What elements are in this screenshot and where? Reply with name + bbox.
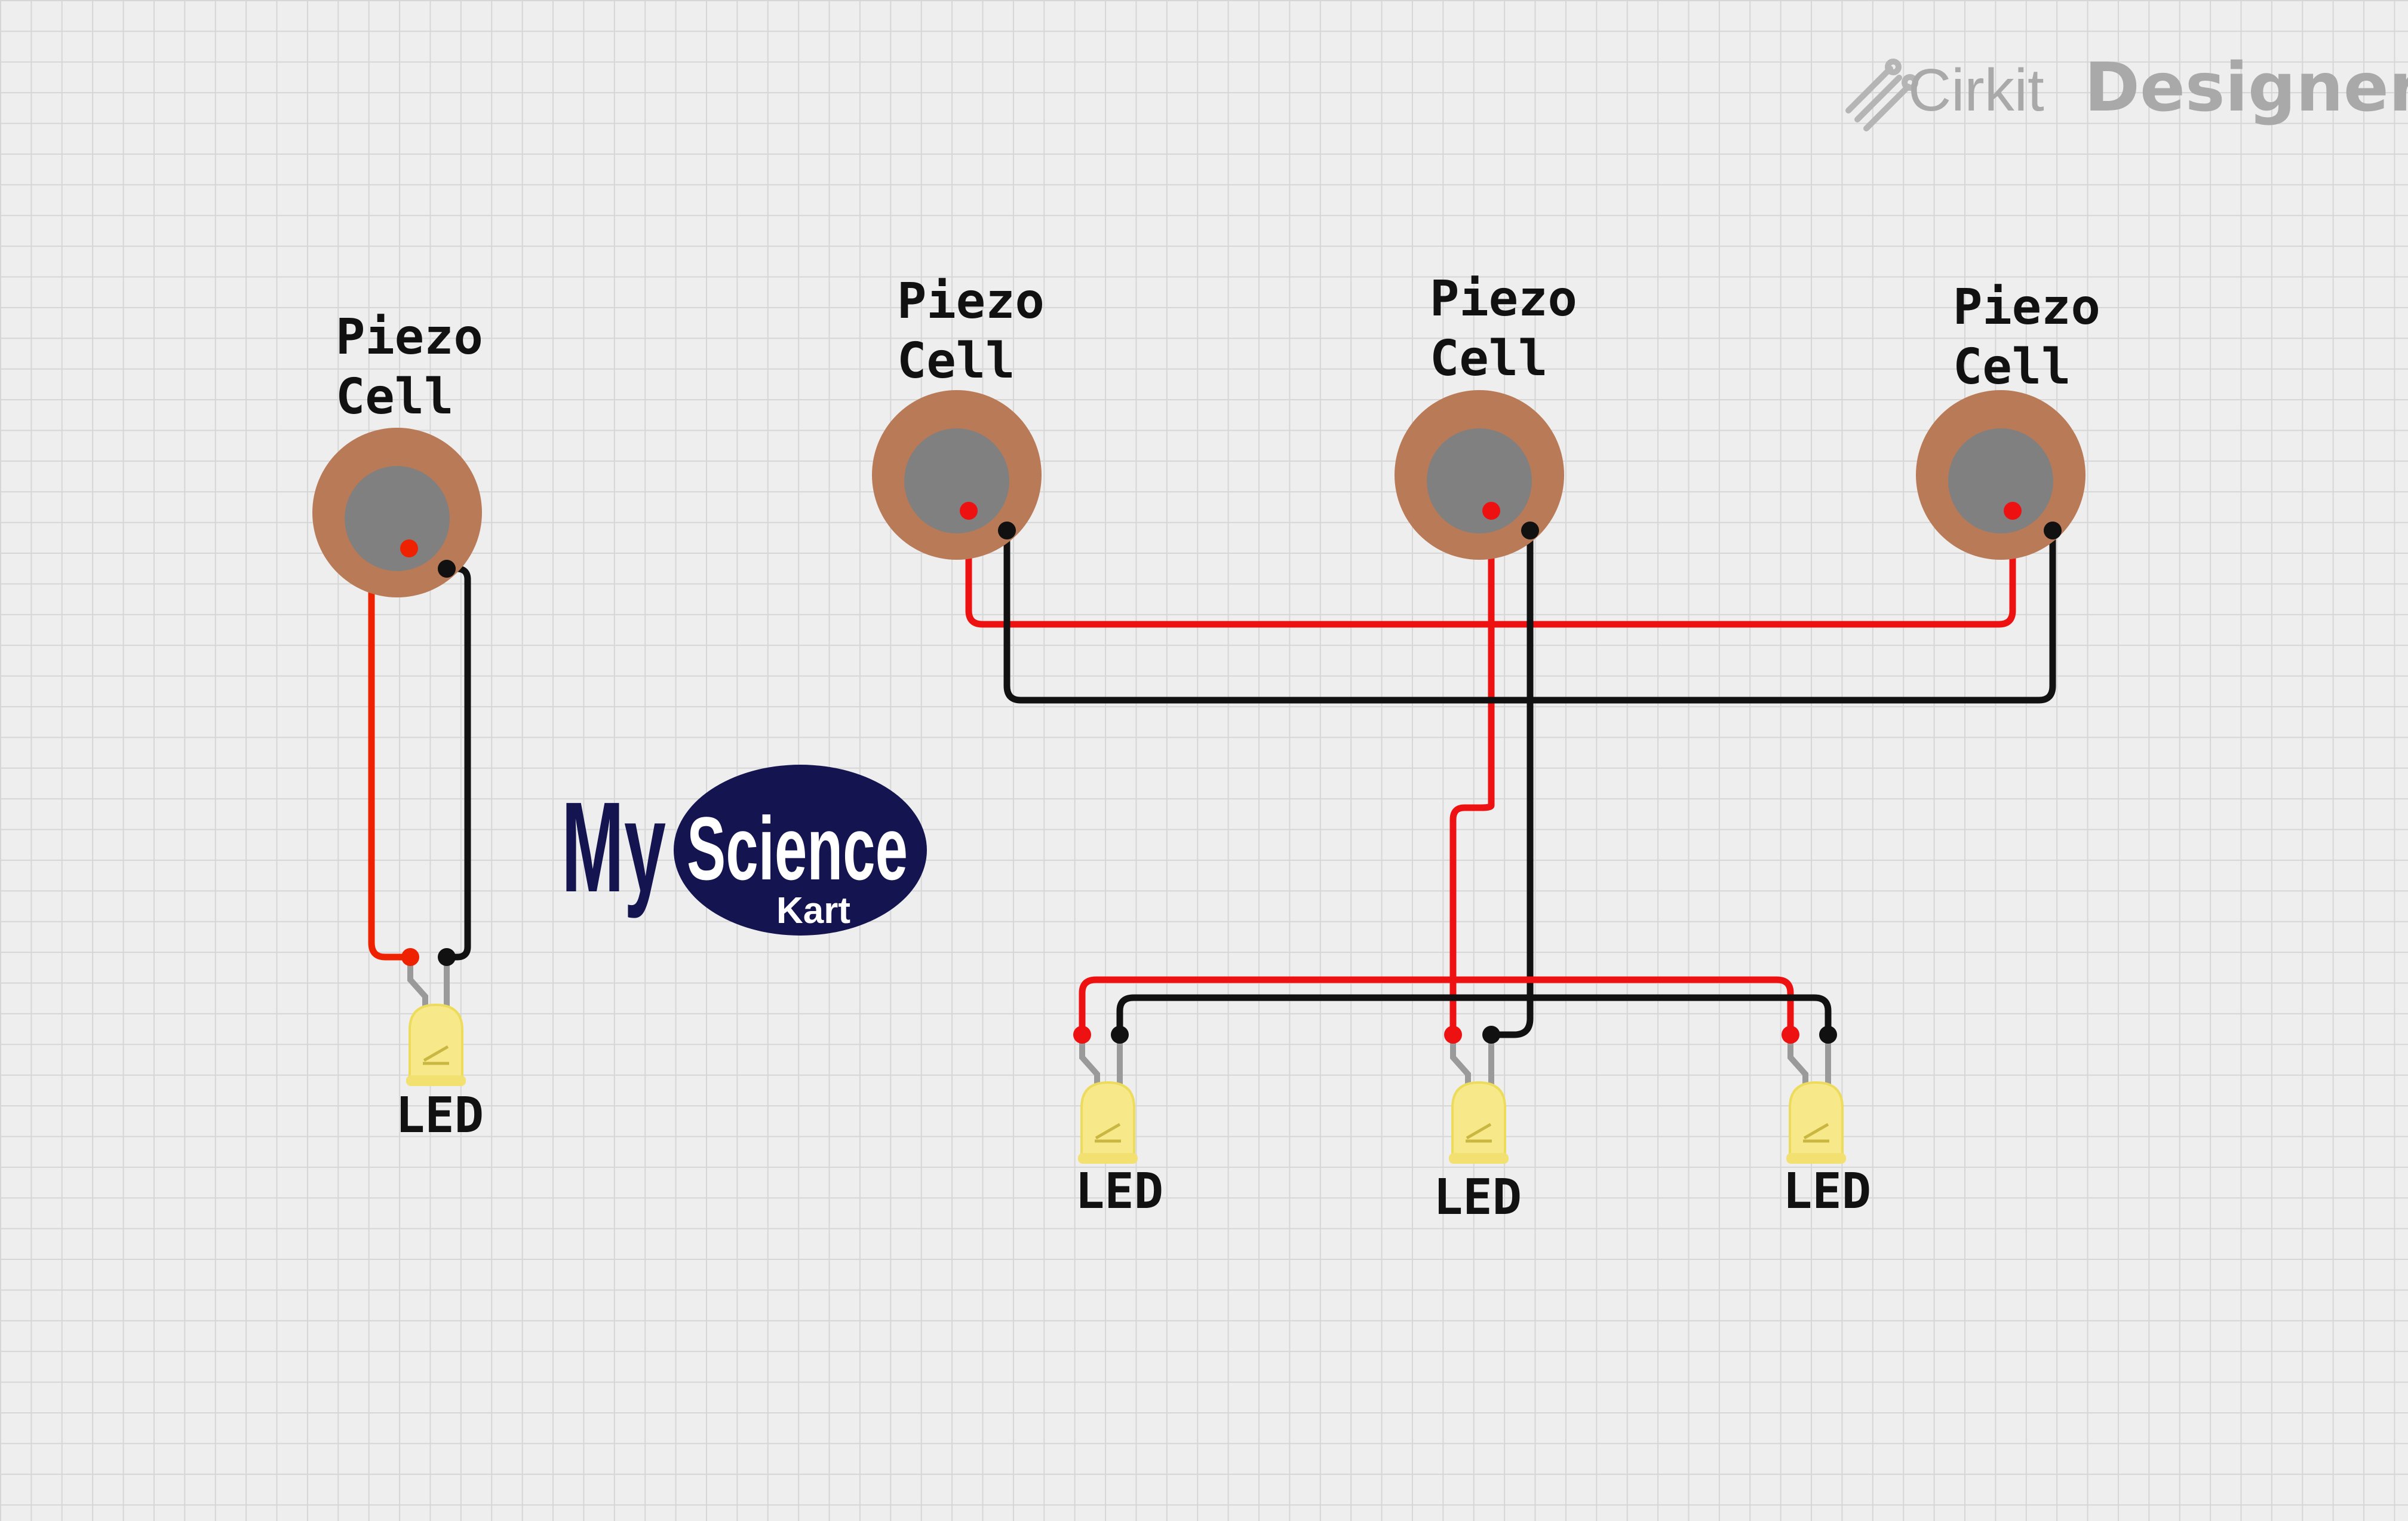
piezo-cell-2[interactable] xyxy=(872,390,1042,560)
led-anode-terminal[interactable] xyxy=(1073,1026,1091,1044)
led-cathode-terminal[interactable] xyxy=(438,948,456,966)
piezo-core xyxy=(1427,428,1532,533)
piezo-1-label-line2: Cell xyxy=(336,369,453,425)
my-science-kart-logo: My Science Kart xyxy=(561,765,927,936)
black-wire-piezo2-drop xyxy=(1488,527,1534,1038)
red-wire-led-bus xyxy=(1079,976,1794,1038)
led-die-icon xyxy=(1095,1123,1121,1143)
piezo-cell-1[interactable] xyxy=(312,428,482,597)
piezo-4-label-line1: Piezo xyxy=(1953,279,2100,336)
logo-kart-text: Kart xyxy=(776,890,850,931)
piezo-core xyxy=(904,428,1009,533)
piezo-positive-terminal[interactable] xyxy=(960,502,978,520)
piezo-core xyxy=(345,466,450,571)
led-body xyxy=(1080,1081,1135,1160)
piezo-2-label-line1: Piezo xyxy=(897,273,1045,330)
led-body xyxy=(1789,1081,1844,1160)
led-1-label: LED xyxy=(395,1087,484,1144)
led-die-icon xyxy=(1466,1123,1492,1143)
led-2[interactable] xyxy=(1073,1026,1138,1164)
led-die-icon xyxy=(423,1045,449,1065)
led-flange xyxy=(1786,1153,1846,1164)
black-wire-left xyxy=(443,565,471,961)
component-labels: Piezo Cell Piezo Cell Piezo Cell Piezo C… xyxy=(336,271,2100,1226)
led-3-label: LED xyxy=(1433,1169,1522,1226)
piezo-positive-terminal[interactable] xyxy=(400,539,418,557)
piezo-cell-4[interactable] xyxy=(1916,390,2086,560)
led-body xyxy=(1451,1081,1506,1160)
led-die-icon xyxy=(1803,1123,1829,1143)
cirkit-designer-brand: Cirkit Designer xyxy=(1845,49,2408,131)
led-2-label: LED xyxy=(1075,1163,1163,1220)
logo-my-text: My xyxy=(561,775,666,919)
circuit-traces-icon xyxy=(1845,59,1918,131)
led-cathode-terminal[interactable] xyxy=(1819,1026,1837,1044)
piezo-negative-terminal[interactable] xyxy=(2044,522,2062,539)
led-flange xyxy=(1078,1153,1138,1164)
led-3[interactable] xyxy=(1444,1026,1509,1164)
black-wire-led-bus xyxy=(1116,994,1832,1038)
led-anode-terminal[interactable] xyxy=(1782,1026,1799,1044)
red-wire-piezo2-drop xyxy=(1449,507,1495,1038)
wires-left-circuit xyxy=(368,545,471,961)
led-4[interactable] xyxy=(1782,1026,1846,1164)
led-4-label: LED xyxy=(1783,1163,1871,1220)
led-body xyxy=(408,1003,463,1083)
piezo-positive-terminal[interactable] xyxy=(1482,502,1500,520)
piezo-2-label-line2: Cell xyxy=(897,333,1015,390)
logo-ellipse xyxy=(674,765,927,936)
brand-cirkit-text: Cirkit xyxy=(1908,57,2044,124)
led-cathode-terminal[interactable] xyxy=(1482,1026,1500,1044)
led-flange xyxy=(1449,1153,1509,1164)
led-1[interactable] xyxy=(401,948,466,1086)
led-flange xyxy=(406,1075,466,1086)
piezo-cell-3[interactable] xyxy=(1395,390,1564,560)
piezo-positive-terminal[interactable] xyxy=(2004,502,2022,520)
brand-designer-text: Designer xyxy=(2084,49,2408,127)
led-anode-terminal[interactable] xyxy=(401,948,419,966)
piezo-negative-terminal[interactable] xyxy=(998,522,1016,539)
piezo-1-label-line1: Piezo xyxy=(336,309,483,366)
red-wire-left xyxy=(368,545,414,961)
piezo-4-label-line2: Cell xyxy=(1953,339,2071,395)
led-cathode-terminal[interactable] xyxy=(1111,1026,1129,1044)
piezo-negative-terminal[interactable] xyxy=(1521,522,1539,539)
logo-science-text: Science xyxy=(687,798,908,899)
piezo-3-label-line1: Piezo xyxy=(1430,271,1577,327)
led-anode-terminal[interactable] xyxy=(1444,1026,1462,1044)
piezo-negative-terminal[interactable] xyxy=(438,560,456,578)
wires-right-circuit xyxy=(965,507,2056,1038)
piezo-3-label-line2: Cell xyxy=(1430,330,1547,387)
piezo-core xyxy=(1948,428,2053,533)
